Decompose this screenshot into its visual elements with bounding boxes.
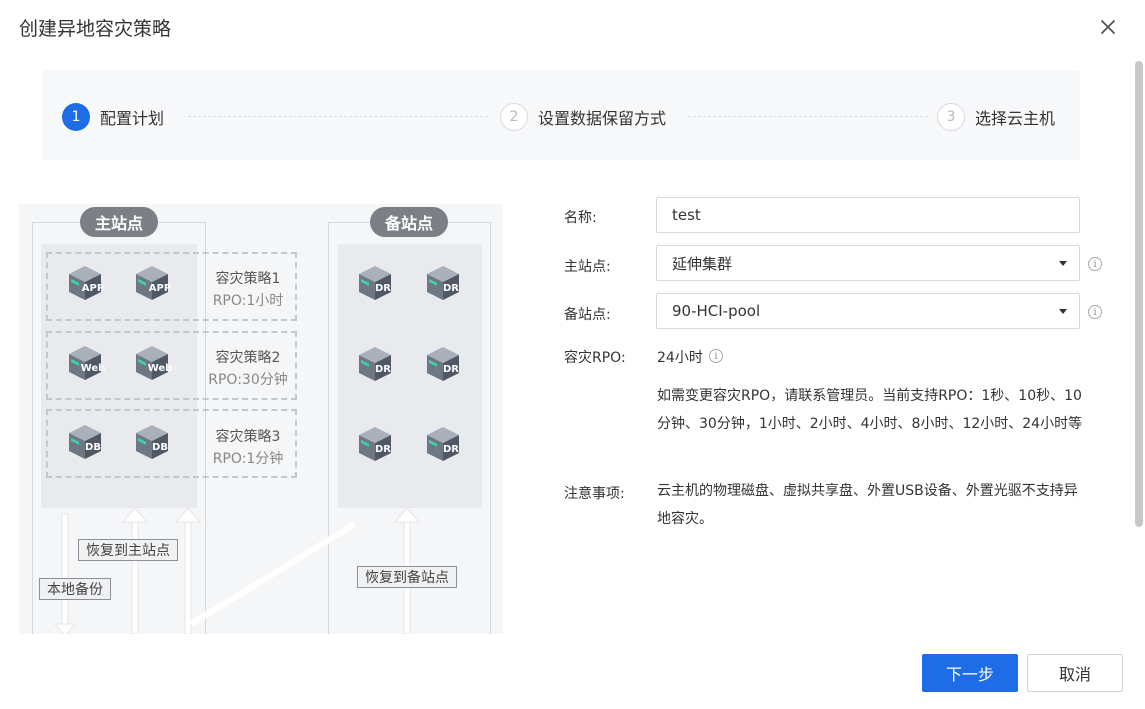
server-icon: DR bbox=[355, 264, 395, 302]
dialog-title: 创建异地容灾策略 bbox=[19, 18, 172, 40]
server-label: Web bbox=[81, 363, 105, 374]
server-icon: DB bbox=[65, 423, 105, 461]
backup-site-label: 备站点: bbox=[564, 307, 611, 323]
chevron-down-icon bbox=[1059, 261, 1067, 266]
server-icon: DR bbox=[423, 345, 463, 383]
policy-rpo: RPO:1分钟 bbox=[212, 451, 284, 467]
server-label: Web bbox=[148, 363, 172, 374]
local-backup-tag: 本地备份 bbox=[39, 578, 111, 600]
policy-row-2 bbox=[46, 331, 297, 400]
info-icon[interactable]: i bbox=[1088, 305, 1102, 319]
backup-site-pill: 备站点 bbox=[370, 207, 448, 237]
notes-label: 注意事项: bbox=[564, 486, 625, 502]
rpo-note: 如需变更容灾RPO，请联系管理员。当前支持RPO：1秒、10秒、10分钟、30分… bbox=[657, 388, 1083, 432]
server-label: DR bbox=[375, 364, 391, 375]
step-configure-plan[interactable]: 1 配置计划 bbox=[62, 102, 164, 132]
step-select-vm[interactable]: 3 选择云主机 bbox=[937, 102, 1055, 132]
step-connector bbox=[688, 116, 928, 117]
server-icon: APP bbox=[132, 264, 172, 302]
server-icon: Web bbox=[65, 344, 105, 382]
notes-value: 云主机的物理磁盘、虚拟共享盘、外置USB设备、外置光驱不支持异地容灾。 bbox=[657, 483, 1078, 527]
primary-site-label: 主站点: bbox=[564, 259, 611, 275]
policy-row-1 bbox=[46, 252, 297, 321]
step-data-retention[interactable]: 2 设置数据保留方式 bbox=[500, 102, 666, 132]
next-button[interactable]: 下一步 bbox=[922, 654, 1018, 692]
server-label: APP bbox=[82, 283, 104, 294]
server-icon: APP bbox=[65, 264, 105, 302]
server-icon: DR bbox=[423, 425, 463, 463]
policy-rpo: RPO:30分钟 bbox=[208, 372, 288, 388]
server-label: DR bbox=[375, 283, 391, 294]
policy-row-3 bbox=[46, 409, 297, 478]
step-label: 设置数据保留方式 bbox=[538, 109, 667, 128]
name-input[interactable]: test bbox=[656, 197, 1080, 233]
primary-site-value: 延伸集群 bbox=[672, 254, 733, 273]
restore-primary-tag: 恢复到主站点 bbox=[78, 539, 178, 561]
server-label: DR bbox=[443, 283, 459, 294]
server-label: DR bbox=[443, 444, 459, 455]
scrollbar-thumb[interactable] bbox=[1135, 61, 1143, 527]
server-icon: Web bbox=[132, 344, 172, 382]
policy-rpo: RPO:1小时 bbox=[212, 293, 284, 309]
policy-name: 容灾策略3 bbox=[215, 429, 281, 445]
step-number: 2 bbox=[500, 103, 528, 131]
step-number: 1 bbox=[62, 103, 90, 131]
policy-name: 容灾策略1 bbox=[215, 271, 281, 287]
primary-site-area bbox=[41, 244, 197, 508]
restore-backup-tag: 恢复到备站点 bbox=[357, 566, 457, 588]
server-icon: DB bbox=[132, 423, 172, 461]
name-input-value: test bbox=[672, 206, 701, 224]
step-label: 选择云主机 bbox=[975, 109, 1056, 128]
policy-name: 容灾策略2 bbox=[215, 350, 281, 366]
step-label: 配置计划 bbox=[100, 109, 165, 128]
close-icon[interactable] bbox=[1097, 16, 1119, 38]
dr-topology-diagram: 主站点 备站点 容灾策略1 RPO:1小时 容灾策略2 RPO:30分钟 容灾策… bbox=[19, 204, 503, 634]
server-icon: DR bbox=[355, 345, 395, 383]
server-label: DR bbox=[375, 444, 391, 455]
server-label: DB bbox=[152, 442, 168, 453]
server-label: DR bbox=[443, 364, 459, 375]
cancel-button[interactable]: 取消 bbox=[1027, 654, 1123, 692]
server-icon: DR bbox=[423, 264, 463, 302]
rpo-label: 容灾RPO: bbox=[564, 350, 626, 366]
server-label: DB bbox=[85, 442, 101, 453]
rpo-value: 24小时 bbox=[657, 350, 703, 366]
step-connector bbox=[188, 116, 488, 117]
backup-site-select[interactable]: 90-HCI-pool bbox=[656, 293, 1080, 329]
primary-site-pill: 主站点 bbox=[80, 207, 158, 237]
scrollbar[interactable] bbox=[1134, 57, 1145, 640]
name-label: 名称: bbox=[564, 210, 597, 226]
chevron-down-icon bbox=[1059, 309, 1067, 314]
backup-site-value: 90-HCI-pool bbox=[672, 302, 761, 320]
server-icon: DR bbox=[355, 425, 395, 463]
info-icon[interactable]: i bbox=[1088, 257, 1102, 271]
info-icon[interactable]: i bbox=[709, 349, 723, 363]
step-number: 3 bbox=[937, 103, 965, 131]
wizard-steps: 1 配置计划 2 设置数据保留方式 3 选择云主机 bbox=[43, 70, 1080, 160]
primary-site-select[interactable]: 延伸集群 bbox=[656, 245, 1080, 281]
server-label: APP bbox=[149, 283, 171, 294]
